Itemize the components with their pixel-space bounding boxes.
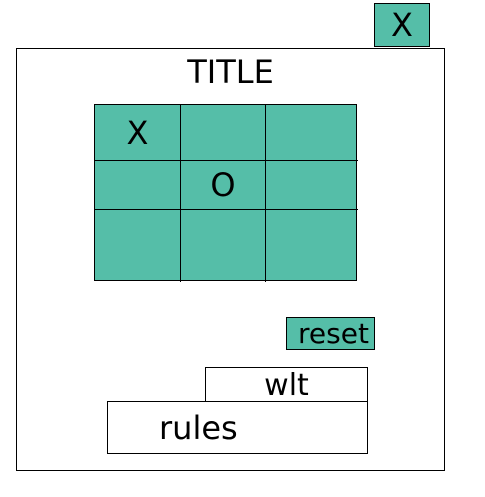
board-cell-r2-c2[interactable]: O [181,161,266,210]
board-cell-r2-c3[interactable] [266,161,358,210]
close-button[interactable]: X [374,3,430,47]
rules-button[interactable]: rules [107,401,368,454]
board-cell-r1-c3[interactable] [266,105,358,161]
game-panel: TITLE X O reset wlt rules [16,48,445,471]
board-cell-r3-c1[interactable] [95,210,181,282]
board-cell-r1-c1[interactable]: X [95,105,181,161]
page-title: TITLE [187,53,274,91]
board-cell-r2-c1[interactable] [95,161,181,210]
board-cell-r1-c2[interactable] [181,105,266,161]
game-board: X O [94,104,358,282]
board-cell-r3-c2[interactable] [181,210,266,282]
board-cell-r3-c3[interactable] [266,210,358,282]
reset-button[interactable]: reset [286,317,375,350]
wlt-button[interactable]: wlt [205,367,368,402]
